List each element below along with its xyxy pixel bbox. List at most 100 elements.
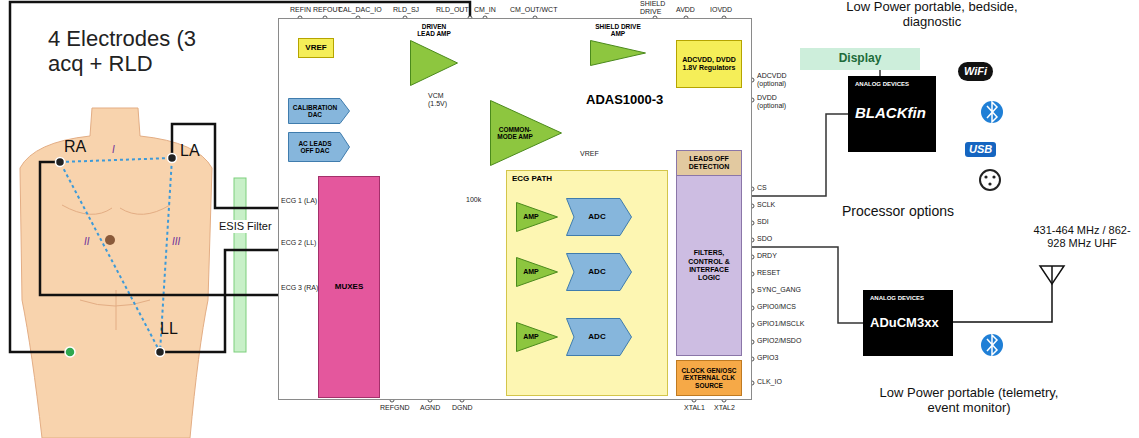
dac-block-shape	[289, 99, 350, 124]
block-text: ADCVDD, DVDD 1.8V Regulators	[680, 56, 738, 72]
block-text: AMP	[523, 268, 539, 276]
pin-name: ECG 3 (RA)	[281, 284, 318, 292]
electrode	[65, 347, 75, 357]
pin-name: GPIO2/MSDO	[757, 337, 801, 345]
display-box: Display	[800, 48, 920, 70]
pin-name: CAL_DAC_IO	[338, 6, 382, 14]
bluetooth-icon	[981, 101, 1003, 123]
electrode	[56, 158, 65, 167]
electrode-label: LL	[160, 320, 178, 338]
block-text: COMMON-MODE AMP	[493, 126, 537, 141]
amplifier-triangle: AMP	[516, 202, 558, 232]
antenna	[953, 266, 1052, 322]
block-text: AMP	[523, 213, 539, 221]
block-text: ADC	[588, 212, 605, 221]
internal-wire	[278, 18, 752, 400]
connector	[752, 247, 863, 323]
pin-name: CM_OUT/WCT	[510, 6, 557, 14]
block-text: CLOCK GEN/OSC /EXTERNAL CLK SOURCE	[680, 367, 738, 389]
pin-name: SHIELD DRIVE	[640, 0, 670, 16]
pin-name: REFOUT	[313, 6, 342, 14]
amplifier-triangle-outline	[410, 40, 458, 86]
antenna	[953, 266, 1064, 322]
bluetooth-icon	[987, 102, 997, 122]
adc-block: ADC	[566, 198, 632, 236]
pin-name: CM_IN	[474, 6, 496, 14]
adc-block: ADC	[566, 318, 632, 356]
note-text: Low Power portable, bedside, diagnostic	[832, 0, 1032, 30]
pin-name: IOVDD	[710, 6, 732, 14]
block-text: CALIBRATION DAC	[291, 104, 339, 119]
amplifier-triangle: AMP	[516, 322, 558, 352]
regulator-block: ADCVDD, DVDD 1.8V Regulators	[676, 40, 742, 88]
block-text: ADuCM3xx	[870, 302, 939, 331]
processor-box: ANALOG DEVICESADuCM3xx	[863, 290, 953, 356]
pin-name: RLD_SJ	[393, 6, 419, 14]
amplifier-triangle-shape	[411, 41, 458, 86]
caption-text: Processor options	[842, 203, 954, 219]
pin-name: DGND	[452, 404, 473, 412]
amplifier-triangle-shape	[491, 101, 562, 166]
amplifier-triangle-shape	[517, 203, 558, 232]
pin-name: SDO	[757, 235, 772, 243]
electrode-label: LA	[180, 142, 200, 160]
antenna	[1040, 266, 1064, 284]
amplifier-triangle-shape	[591, 41, 646, 66]
pin-name: DRDY	[757, 252, 777, 260]
chip-outline: ADAS1000-3VREFCALIBRATION DACAC LEADS OF…	[278, 18, 752, 400]
pin-name: CLK_IO	[757, 378, 782, 386]
resistor-value: 100k	[466, 196, 481, 204]
block-text: ECG PATH	[512, 174, 552, 183]
electrode	[56, 154, 177, 358]
frequency-label: 431-464 MHz / 862-928 MHz UHF	[1032, 224, 1132, 249]
dac-block: AC LEADS OFF DAC	[288, 132, 350, 162]
adc-block-shape	[567, 199, 632, 236]
heading-text: 4 Electrodes (3 acq + RLD	[48, 26, 198, 77]
pin-name: AVDD	[676, 6, 695, 14]
connector	[752, 114, 848, 196]
reference-block: VREF	[298, 38, 334, 58]
wifi-logo: WiFi	[958, 62, 993, 81]
usb-logo: USB	[965, 142, 996, 157]
electrode-label: RA	[64, 138, 86, 156]
pin-name: GPIO0/MCS	[757, 303, 796, 311]
amplifier-triangle: DRIVEN LEAD AMP	[410, 22, 458, 86]
note-text: Low Power portable (telemetry, event mon…	[878, 386, 1060, 416]
block-text: FILTERS, CONTROL & INTERFACE LOGIC	[679, 249, 739, 281]
signal-name: VREF	[580, 150, 599, 158]
electrode	[168, 154, 177, 163]
serial-port-icon	[980, 170, 1000, 190]
clock-block: CLOCK GEN/OSC /EXTERNAL CLK SOURCE	[676, 360, 742, 396]
block-text: ANALOG DEVICES	[870, 295, 924, 302]
torso-illustration	[20, 108, 212, 438]
pin-name: GPIO3	[757, 354, 778, 362]
serial-port-icon	[992, 175, 995, 178]
block-text: ADC	[588, 267, 605, 276]
adc-block-shape	[567, 319, 632, 356]
pin-name: DVDD (optional)	[757, 94, 803, 110]
bluetooth-icon	[987, 335, 997, 355]
block-text: ADAS1000-3	[586, 93, 663, 108]
dac-block: CALIBRATION DAC	[288, 98, 350, 124]
block-text: BLACKfin	[855, 88, 926, 121]
adc-block-shape	[567, 254, 632, 291]
block-text: SHIELD DRIVE AMP	[592, 23, 644, 38]
pin-name: REFGND	[380, 404, 410, 412]
block-text: MUXES	[335, 282, 363, 291]
pin-name: ADCVDD (optional)	[757, 72, 803, 88]
esis-filter-band	[234, 178, 246, 352]
pin-name: REFIN	[290, 6, 311, 14]
bluetooth-icon	[981, 334, 1003, 356]
pin-name: SYNC_GANG	[757, 286, 801, 294]
electrode	[156, 348, 165, 357]
electrode-wire	[40, 162, 278, 295]
electrode-wire	[164, 250, 278, 352]
lead-label: I	[112, 144, 115, 156]
serial-port-icon	[980, 170, 1000, 190]
block-text: VREF	[305, 43, 326, 52]
pin-name: SCLK	[757, 201, 775, 209]
esis-filter-band	[234, 178, 246, 352]
serial-port-icon	[984, 175, 987, 178]
einthoven-triangle	[60, 158, 172, 352]
